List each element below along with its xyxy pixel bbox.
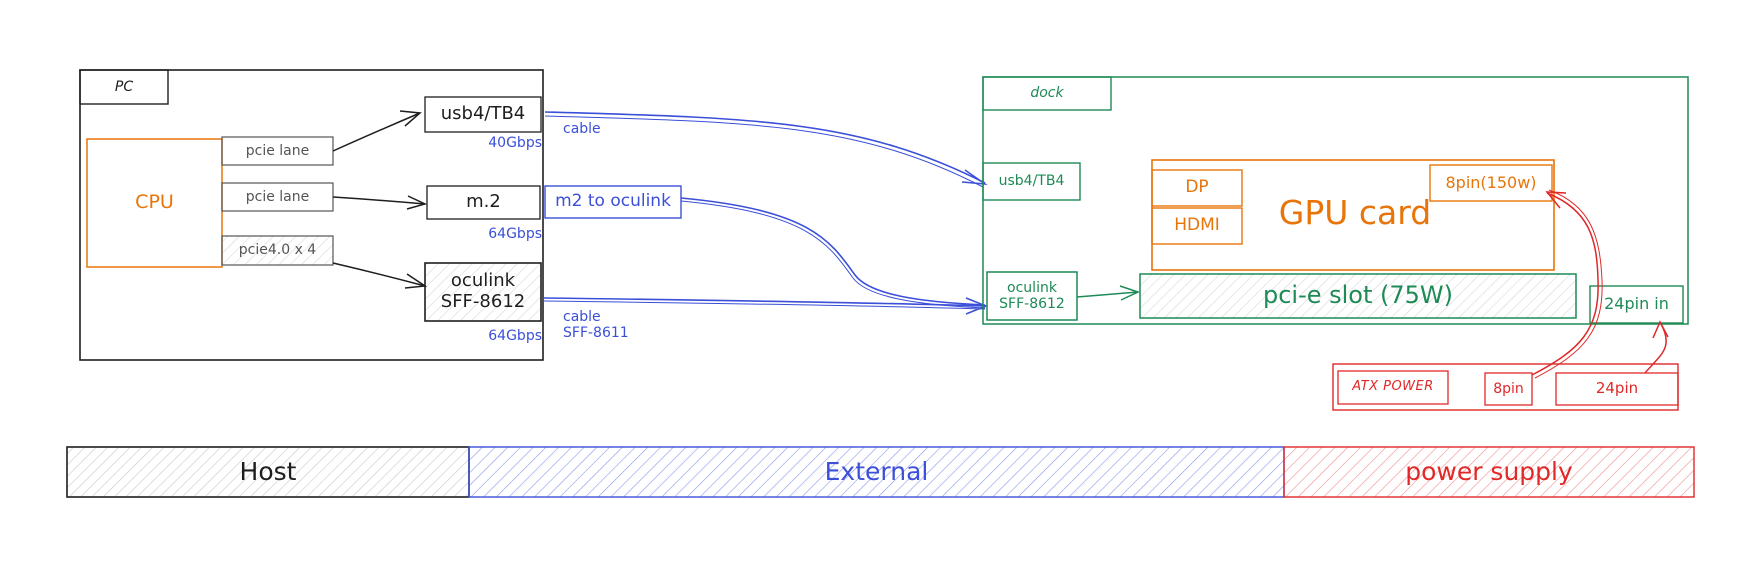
m2-host-label: m.2	[466, 191, 501, 213]
arrow-lane2-m2	[332, 196, 426, 205]
arrowhead-dock-24pin	[1652, 320, 1669, 339]
gpu-dp-label: DP	[1185, 177, 1209, 198]
gpu-8pin-label: 8pin(150w)	[1445, 172, 1537, 192]
oculink-host-box	[424, 262, 542, 322]
dock-title: dock	[1030, 85, 1064, 102]
oculink-speed-label: 64Gbps	[488, 327, 542, 344]
gpu-title: GPU card	[1278, 193, 1432, 233]
cable-oculink-line1: cable	[563, 309, 601, 325]
dock-oculink-label: oculink SFF-8612	[987, 272, 1077, 320]
m2-host-box	[426, 185, 541, 220]
gpu-8pin-box	[1429, 164, 1553, 202]
cpu-label: CPU	[135, 191, 174, 214]
pcie4-lane-box	[221, 235, 334, 266]
m2-to-oculink-box	[544, 185, 682, 219]
pc-title-box	[79, 69, 169, 105]
cable-oculink	[542, 297, 986, 307]
dock-usb4-box	[982, 162, 1081, 201]
atx-title: ATX POWER	[1352, 379, 1434, 395]
legend-power-box	[1283, 446, 1695, 498]
arrowhead-m2	[406, 195, 428, 210]
legend-external-box	[468, 446, 1285, 498]
atx-8pin-label: 8pin	[1493, 380, 1524, 397]
usb4-host-label: usb4/TB4	[440, 103, 526, 125]
arrowhead-usb4	[399, 110, 422, 127]
pcie4-lane-label: pcie4.0 x 4	[238, 242, 317, 259]
usb4-speed-label: 40Gbps	[488, 134, 542, 151]
dock-oculink-line1: oculink	[1007, 279, 1057, 296]
cable-m2-oculink	[680, 197, 986, 306]
usb4-host-box	[424, 96, 542, 133]
arrow-lane3-oculink	[332, 262, 426, 287]
dock-oculink-box	[986, 271, 1078, 321]
pcie-lane-2-label: pcie lane	[245, 188, 310, 205]
gpu-dp-box	[1151, 169, 1243, 207]
pcie-lane-1-label: pcie lane	[245, 142, 310, 159]
pc-frame	[79, 69, 544, 361]
power-8pin-cable	[1531, 192, 1599, 376]
gpu-hdmi-box	[1151, 207, 1243, 245]
dock-24pin-label: 24pin in	[1604, 294, 1669, 314]
dock-24pin-box	[1589, 285, 1684, 324]
oculink-host-line1: oculink	[450, 270, 516, 292]
legend-power-label: power supply	[1405, 456, 1573, 486]
dock-oculink-line2: SFF-8612	[999, 296, 1065, 312]
cable-oculink-label: cable SFF-8611	[563, 309, 643, 347]
arrowhead-dock-oculink	[965, 297, 989, 315]
dock-title-box	[982, 76, 1112, 111]
arrowhead-dock-usb4	[961, 169, 988, 185]
pcie-slot-box	[1139, 273, 1577, 319]
gpu-hdmi-label: HDMI	[1174, 215, 1220, 236]
cable-oculink-line2: SFF-8611	[563, 325, 629, 342]
atx-title-box	[1337, 370, 1449, 405]
pcie-slot-label: pci-e slot (75W)	[1262, 281, 1454, 310]
dock-usb4-label: usb4/TB4	[998, 173, 1065, 190]
cable-usb4	[544, 111, 986, 184]
legend-external-label: External	[824, 456, 929, 486]
oculink-host-label: oculink SFF-8612	[425, 263, 541, 321]
arrow-lane1-usb4	[332, 112, 421, 152]
power-24pin-cable	[1644, 321, 1667, 374]
cable-oculink-2	[542, 300, 986, 310]
cable-usb4-2	[544, 115, 984, 188]
atx-24pin-label: 24pin	[1595, 379, 1639, 398]
power-8pin-cable-2	[1534, 189, 1603, 379]
oculink-host-line2: SFF-8612	[440, 291, 526, 312]
arrowhead-oculink	[404, 273, 428, 289]
atx-24pin-box	[1555, 372, 1679, 406]
arrowhead-gpu-8pin	[1545, 191, 1567, 209]
cable-usb4-label: cable	[563, 120, 601, 137]
m2-to-oculink-label: m2 to oculink	[555, 191, 671, 212]
legend-host-box	[66, 446, 470, 498]
arrowhead-slot	[1119, 285, 1141, 301]
legend-host-label: Host	[239, 456, 297, 486]
cable-m2-oculink-2	[680, 200, 986, 309]
arrow-oculink-slot	[1076, 291, 1139, 298]
atx-8pin-box	[1484, 372, 1533, 406]
pc-title: PC	[114, 78, 134, 95]
m2-speed-label: 64Gbps	[488, 225, 542, 242]
